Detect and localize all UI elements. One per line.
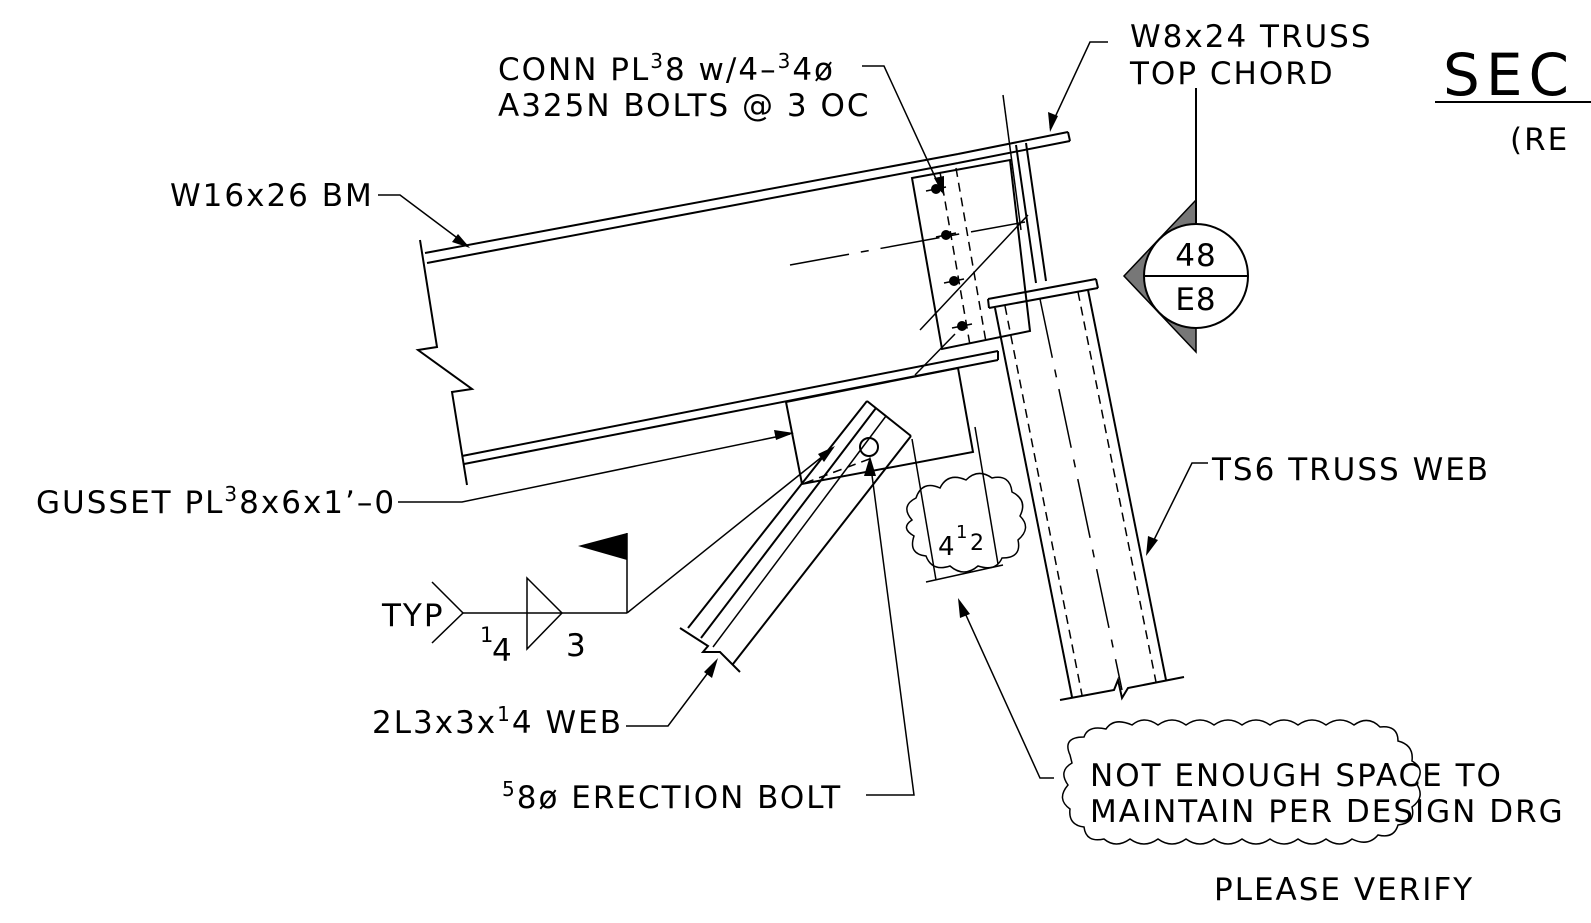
callout-top-chord-line1: W8x24 TRUSS — [1130, 19, 1373, 55]
note-line1: NOT ENOUGH SPACE TO — [1090, 758, 1503, 794]
callout-truss-web: TS6 TRUSS WEB — [1146, 452, 1490, 556]
callout-gusset: GUSSET PL38x6x1’–0 — [36, 430, 794, 521]
note-line3: PLEASE VERIFY — [1214, 872, 1474, 908]
weld-symbol: TYP 1 4 3 — [381, 446, 835, 669]
weld-size-sub: 4 — [492, 633, 514, 669]
angle-web — [679, 400, 912, 673]
section-marker: 48 E8 — [1122, 88, 1249, 354]
section-marker-top: 48 — [1175, 238, 1216, 274]
w8x24-top-chord — [957, 94, 1099, 309]
callout-erection-bolt-label: 58ø ERECTION BOLT — [502, 777, 842, 816]
callout-top-chord: W8x24 TRUSS TOP CHORD — [1048, 19, 1373, 132]
weld-size-sup: 1 — [480, 623, 493, 647]
erection-bolt-hole — [859, 437, 879, 457]
note-cloud: NOT ENOUGH SPACE TO MAINTAIN PER DESIGN … — [958, 598, 1565, 845]
callout-gusset-label: GUSSET PL38x6x1’–0 — [36, 482, 396, 521]
weld-symbol-tail: TYP — [381, 598, 445, 634]
note-line2: MAINTAIN PER DESIGN DRG — [1090, 794, 1565, 830]
dimension-sub: 2 — [970, 531, 984, 556]
gusset-plate — [784, 366, 975, 486]
section-subtitle: (RE — [1510, 122, 1569, 158]
callout-angle-web: 2L3x3x14 WEB — [372, 658, 718, 741]
dimension-cloud: 4 1 2 — [905, 426, 1027, 583]
callout-conn-plate-line2: A325N BOLTS @ 3 OC — [498, 88, 871, 124]
callout-truss-web-label: TS6 TRUSS WEB — [1211, 452, 1490, 488]
connection-plate — [910, 158, 1032, 376]
field-weld-flag-icon — [578, 533, 627, 560]
dimension-base: 4 — [938, 532, 955, 562]
ts6-truss-web — [994, 289, 1185, 701]
callout-beam-label: W16x26 BM — [170, 178, 374, 214]
callout-top-chord-line2: TOP CHORD — [1129, 56, 1335, 92]
weld-length: 3 — [566, 628, 588, 664]
callout-beam: W16x26 BM — [170, 178, 470, 248]
callout-conn-plate: CONN PL38 w/4–34ø A325N BOLTS @ 3 OC — [498, 49, 944, 196]
section-marker-bottom: E8 — [1175, 282, 1216, 318]
callout-conn-plate-line1: CONN PL38 w/4–34ø — [498, 49, 835, 88]
section-title: SEC — [1443, 41, 1575, 109]
dimension-sup: 1 — [956, 522, 967, 543]
w16x26-beam — [415, 153, 1026, 486]
callout-angle-web-label: 2L3x3x14 WEB — [372, 702, 623, 741]
callout-erection-bolt: 58ø ERECTION BOLT — [502, 456, 915, 816]
